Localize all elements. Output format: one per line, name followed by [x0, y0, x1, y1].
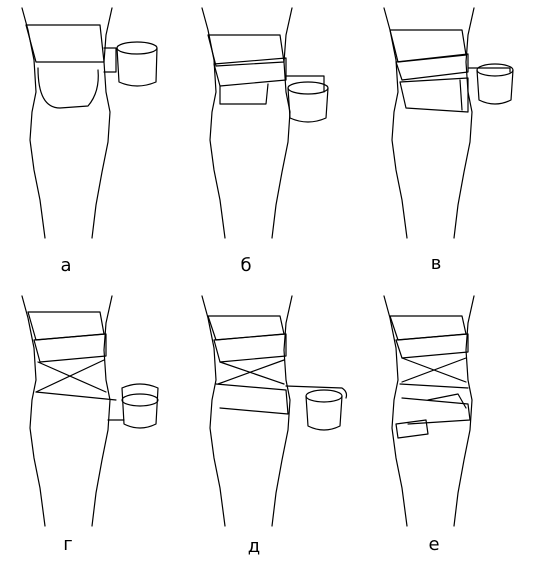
bandage-turn-lower — [35, 391, 117, 401]
bandage-tail — [285, 385, 348, 399]
bandage-end-fold — [427, 393, 467, 409]
bandage-crossing-a — [37, 361, 107, 393]
bandage-crossing-a — [219, 361, 285, 385]
leg-outline-right — [271, 295, 293, 527]
panel-e-figure — [383, 295, 475, 527]
leg-outline-right — [91, 295, 113, 527]
bandage-roll-body — [287, 87, 329, 123]
bandage-turn-2 — [395, 333, 469, 359]
panel-label-a: а — [60, 255, 72, 276]
bandage-roll-body — [305, 395, 343, 431]
panel-a-figure — [21, 7, 158, 239]
bandage-crossing-b — [217, 359, 285, 385]
leg-outline-left — [21, 295, 46, 527]
leg-outline-left — [201, 7, 226, 239]
leg-outline-left — [383, 295, 408, 527]
bandage-crossing-b — [35, 359, 105, 393]
bandage-roll-top — [121, 393, 159, 407]
panel-label-g: г — [63, 534, 73, 555]
leg-outline-left — [383, 7, 408, 239]
bandage-turn-2 — [33, 333, 107, 363]
bandage-roll-top — [305, 389, 343, 403]
bandage-initial-wrap — [25, 24, 105, 63]
bandage-turn-1 — [207, 34, 285, 67]
panel-d-figure — [201, 295, 348, 527]
panel-label-b: б — [240, 255, 252, 276]
bandage-roll-top — [476, 63, 514, 77]
leg-outline-right — [453, 7, 475, 239]
bandage-end-pin — [395, 419, 429, 439]
bandage-turn-1 — [27, 311, 105, 341]
leg-outline-right — [453, 295, 475, 527]
bandage-turn-lower — [399, 383, 469, 389]
bandage-turn-2 — [213, 57, 287, 87]
bandage-turn-2 — [395, 53, 469, 81]
bandage-roll-top — [116, 41, 158, 55]
leg-outline-left — [201, 295, 226, 527]
panel-g-figure — [21, 295, 159, 527]
panel-label-e: е — [428, 534, 440, 555]
leg-outline-right — [271, 7, 293, 239]
bandage-turn-1 — [389, 315, 467, 341]
bandage-tail — [467, 67, 511, 73]
panel-b-figure — [201, 7, 329, 239]
bandage-turn-2 — [213, 333, 287, 363]
bandage-roll-body — [116, 47, 158, 87]
bandage-turn-1 — [389, 29, 467, 63]
bandage-turn-lower — [215, 383, 289, 415]
panel-v-figure — [383, 7, 514, 239]
bandage-roll-body — [121, 383, 159, 429]
knee-cap — [219, 83, 269, 105]
bandage-turn-3 — [399, 77, 469, 113]
bandage-crossing-b — [401, 357, 467, 383]
knee-line — [459, 79, 463, 111]
leg-outline-left — [21, 7, 46, 239]
bandage-turn-1 — [207, 315, 285, 341]
leg-outline-right — [91, 7, 113, 239]
knee-cap — [37, 67, 99, 109]
bandage-roll-top — [287, 81, 329, 95]
bandage-turn-bottom — [401, 397, 471, 425]
bandage-tail — [103, 47, 117, 73]
bandage-roll-body — [476, 69, 514, 105]
panel-label-v: в — [430, 253, 442, 274]
bandage-tail — [285, 75, 325, 93]
panel-label-d: д — [247, 536, 261, 557]
